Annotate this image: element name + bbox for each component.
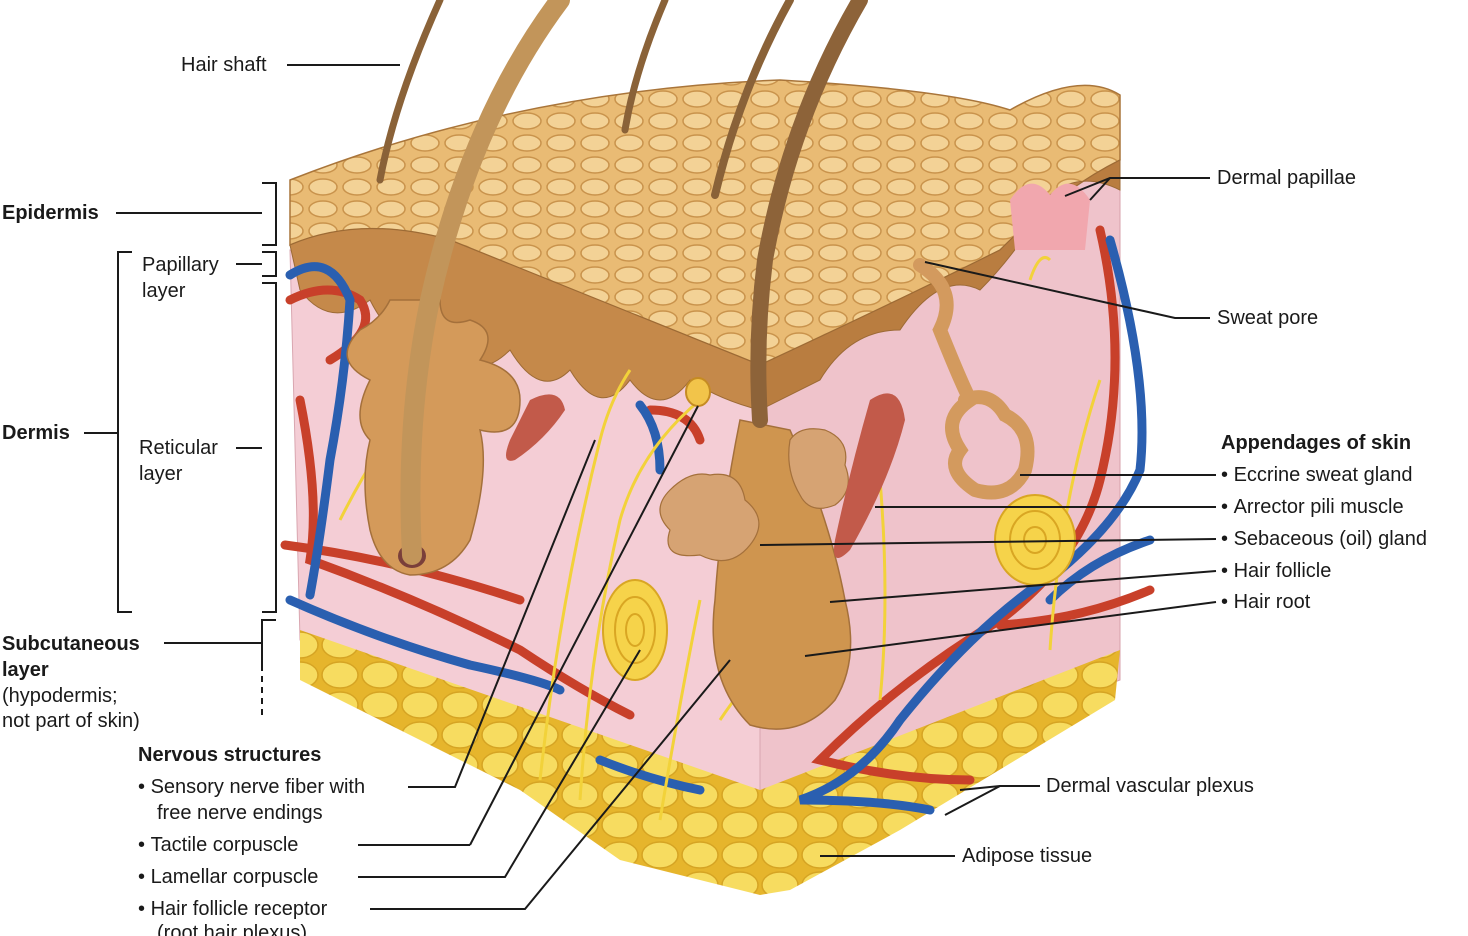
label-epidermis: Epidermis bbox=[2, 202, 99, 224]
label-tactile-corpuscle: Tactile corpuscle bbox=[138, 832, 299, 858]
label-adipose-tissue: Adipose tissue bbox=[962, 845, 1093, 867]
label-subcutaneous-line2: layer bbox=[2, 659, 49, 681]
label-arrector-pili-muscle: Arrector pili muscle bbox=[1221, 494, 1404, 520]
label-hair-shaft: Hair shaft bbox=[181, 54, 267, 76]
veins bbox=[285, 235, 1155, 815]
label-sensory-nerve-line2: free nerve endings bbox=[157, 802, 323, 824]
left-hair-follicle bbox=[346, 299, 521, 576]
label-nervous-structures: Nervous structures bbox=[138, 744, 322, 766]
label-subcutaneous-line4: not part of skin) bbox=[2, 710, 140, 732]
hair-shafts bbox=[376, 0, 868, 565]
label-sweat-pore: Sweat pore bbox=[1217, 307, 1319, 329]
arrector-pili-muscle-shape bbox=[834, 393, 905, 558]
lamellar-corpuscle-shapes bbox=[602, 494, 1076, 681]
label-hair-follicle: Hair follicle bbox=[1221, 558, 1332, 584]
label-hair-follicle-receptor-line2: (root hair plexus) bbox=[157, 922, 308, 936]
leader-lines bbox=[84, 64, 1217, 910]
label-dermal-vascular-plexus: Dermal vascular plexus bbox=[1046, 775, 1254, 797]
label-sebaceous-gland: Sebaceous (oil) gland bbox=[1221, 526, 1427, 552]
tactile-corpuscle-shape bbox=[685, 377, 711, 407]
adipose-layer bbox=[300, 630, 760, 895]
adipose-layer-side bbox=[760, 650, 1120, 895]
label-sensory-nerve-line1: Sensory nerve fiber with bbox=[138, 774, 366, 800]
label-eccrine-sweat-gland: Eccrine sweat gland bbox=[1221, 462, 1413, 488]
label-dermis: Dermis bbox=[2, 422, 70, 444]
dermal-papillae-shape bbox=[1010, 183, 1090, 250]
sebaceous-gland-shape bbox=[659, 473, 760, 562]
label-appendages-of-skin: Appendages of skin bbox=[1221, 432, 1412, 454]
label-subcutaneous-line3: (hypodermis; bbox=[2, 685, 118, 707]
label-dermal-papillae: Dermal papillae bbox=[1217, 167, 1356, 189]
label-hair-root: Hair root bbox=[1221, 589, 1311, 615]
label-reticular-layer-line2: layer bbox=[139, 463, 183, 485]
label-papillary-layer-line2: layer bbox=[142, 280, 186, 302]
label-hair-follicle-receptor-line1: Hair follicle receptor bbox=[138, 896, 328, 922]
label-subcutaneous-line1: Subcutaneous bbox=[2, 633, 140, 655]
arrector-pili-muscle-left bbox=[506, 394, 565, 461]
label-reticular-layer-line1: Reticular bbox=[139, 437, 218, 459]
label-papillary-layer-line1: Papillary bbox=[142, 254, 219, 276]
eccrine-sweat-gland-shape bbox=[913, 258, 1035, 500]
label-lamellar-corpuscle: Lamellar corpuscle bbox=[138, 864, 319, 890]
